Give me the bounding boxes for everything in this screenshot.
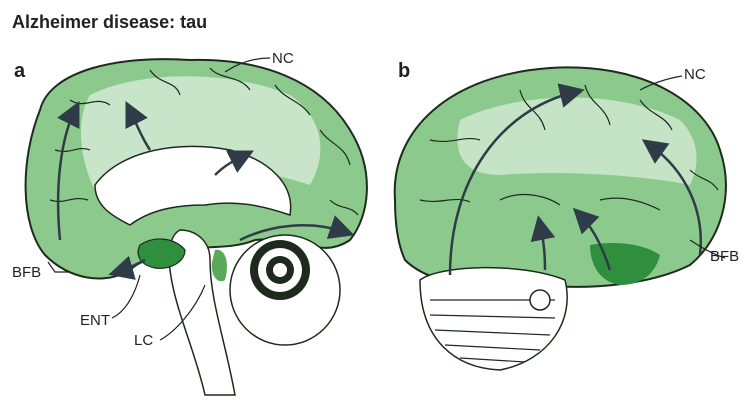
panel-b-bfb-label: BFB xyxy=(710,248,739,265)
panel-a-bfb-label: BFB xyxy=(12,264,41,281)
panel-a-brain xyxy=(26,58,367,395)
panel-b-cerebellum xyxy=(420,268,567,370)
panel-a-lc-label: LC xyxy=(134,332,153,349)
panel-b-nc-label: NC xyxy=(684,66,706,83)
panel-a-ent-label: ENT xyxy=(80,312,110,329)
panel-a-cerebellum xyxy=(230,235,340,345)
panel-a-nc-label: NC xyxy=(272,50,294,67)
panel-a-lc-region xyxy=(212,250,227,282)
panel-b-brain xyxy=(395,67,726,370)
